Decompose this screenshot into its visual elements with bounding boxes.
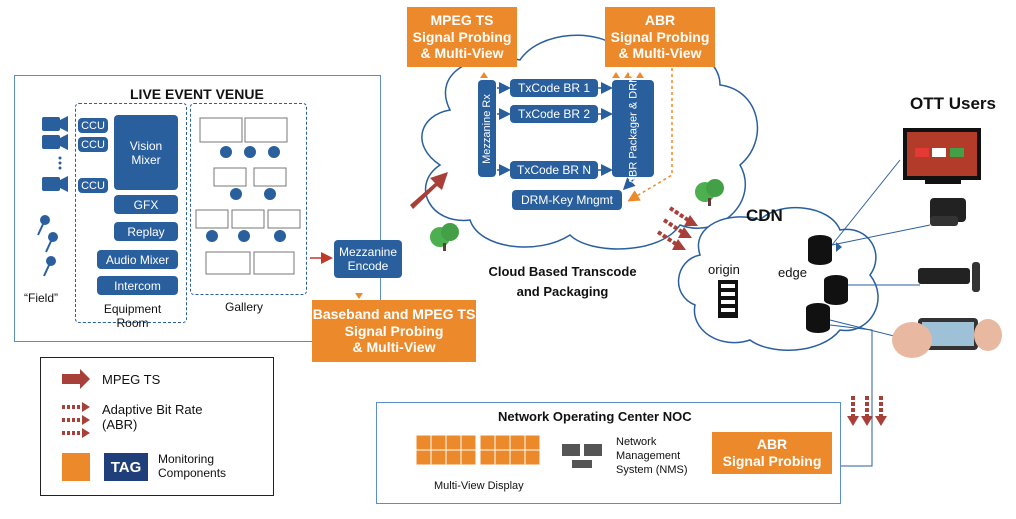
origin-label: origin — [708, 262, 740, 277]
gallery-label: Gallery — [225, 300, 264, 314]
nms-label: Network Management System (NMS) — [616, 436, 688, 476]
edge-label: edge — [778, 265, 807, 280]
vision-mixer-box: Vision Mixer — [114, 115, 178, 190]
legend-abr-arrow-icon — [62, 405, 82, 435]
gfx-box: GFX — [114, 195, 178, 214]
txcode-br2-box: TxCode BR 2 — [510, 105, 598, 123]
equipment-room-label: Equipment Room — [103, 302, 162, 330]
ccu-box-1: CCU — [78, 118, 108, 133]
microphone-icons — [37, 215, 58, 277]
mpeg-ts-arrow — [410, 172, 448, 209]
noc-panel — [376, 402, 841, 504]
legend-mpeg-arrow-icon — [62, 369, 90, 389]
drm-key-box: DRM-Key Mngmt — [512, 190, 622, 210]
gallery-icons — [195, 117, 301, 275]
txcode-brn-box: TxCode BR N — [510, 161, 598, 179]
legend-abr-label: Adaptive Bit Rate (ABR) — [102, 402, 203, 432]
nms-icon — [562, 444, 602, 468]
tree-icon-2 — [695, 179, 724, 206]
mezzanine-rx-box: Mezzanine Rx — [478, 80, 496, 177]
cloud-shape — [421, 34, 759, 250]
audio-mixer-box: Audio Mixer — [97, 250, 178, 269]
abr-packager-label: ABR Packager & DRM — [627, 73, 639, 184]
ott-users-title: OTT Users — [910, 94, 996, 113]
live-event-venue-panel — [14, 75, 381, 342]
apple-tv-icon — [930, 198, 966, 226]
noc-abr-probe-box: ABR Signal Probing — [712, 432, 832, 474]
legend-mpeg-label: MPEG TS — [102, 372, 161, 387]
ccu-box-3: CCU — [78, 178, 108, 193]
tag-logo: TAG — [104, 453, 148, 481]
ccu-box-2: CCU — [78, 137, 108, 152]
legend-panel — [40, 357, 274, 496]
cdn-title: CDN — [746, 206, 783, 225]
fire-tv-icon — [918, 262, 980, 292]
edge-server-icons — [806, 235, 848, 333]
field-label: “Field” — [24, 291, 59, 305]
camera-icons — [42, 116, 68, 192]
mezzanine-encode-box: Mezzanine Encode — [334, 240, 402, 278]
equipment-room-group — [75, 103, 187, 323]
tree-icon-1 — [430, 223, 459, 251]
legend-monitoring-label: Monitoring Components — [158, 452, 227, 480]
gallery-group — [190, 103, 307, 295]
intercom-box: Intercom — [97, 276, 178, 295]
noc-title: Network Operating Center NOC — [498, 409, 692, 424]
txcode-br1-box: TxCode BR 1 — [510, 79, 598, 97]
abr-arrows-noc — [851, 396, 883, 416]
legend-orange-square — [62, 453, 90, 481]
replay-box: Replay — [114, 222, 178, 241]
tv-icon — [903, 128, 981, 184]
mezzanine-rx-label: Mezzanine Rx — [481, 93, 494, 164]
cloud-caption: Cloud Based Transcode and Packaging — [488, 264, 637, 299]
baseband-probe-box: Baseband and MPEG TS Signal Probing & Mu… — [312, 300, 476, 362]
smartphone-hand-icon — [892, 318, 1002, 358]
multiview-label: Multi-View Display — [434, 480, 524, 492]
abr-probe-top-box: ABR Signal Probing & Multi-View — [605, 7, 715, 67]
mpeg-probe-box: MPEG TS Signal Probing & Multi-View — [407, 7, 517, 67]
abr-arrows-cdn — [656, 206, 690, 246]
origin-server-icon — [718, 280, 738, 318]
abr-packager-box: ABR Packager & DRM — [612, 73, 654, 184]
venue-title: LIVE EVENT VENUE — [130, 86, 264, 102]
multiview-display-icon — [415, 434, 541, 466]
